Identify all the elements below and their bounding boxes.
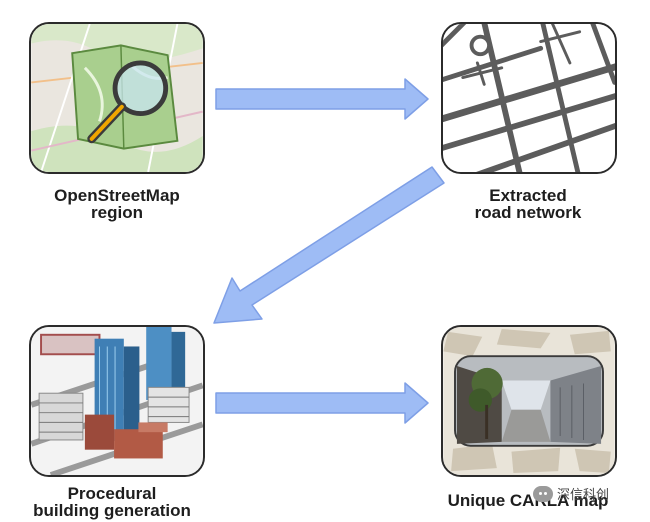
road-network-image bbox=[441, 22, 617, 174]
osm-region-image bbox=[29, 22, 205, 174]
watermark: 深信科创 bbox=[533, 484, 609, 503]
road-label-line1: Extracted bbox=[489, 186, 567, 205]
watermark-text: 深信科创 bbox=[557, 487, 610, 502]
city-buildings-illustration bbox=[31, 327, 203, 475]
road-network-label: Extracted road network bbox=[408, 187, 648, 221]
carla-map-label: Unique CARLA map bbox=[408, 492, 648, 509]
building-generation-image bbox=[29, 325, 205, 477]
arrow-osm-to-road bbox=[215, 78, 429, 120]
road-network-illustration bbox=[443, 24, 615, 172]
build-label-line2: building generation bbox=[33, 501, 191, 520]
osm-region-label: OpenStreetMap region bbox=[0, 187, 237, 221]
wechat-icon bbox=[533, 485, 553, 502]
road-label-line2: road network bbox=[474, 203, 582, 222]
osm-label-line1: OpenStreetMap bbox=[54, 186, 180, 205]
carla-map-image bbox=[441, 325, 617, 477]
osm-map-illustration bbox=[31, 24, 203, 172]
build-label-line1: Procedural bbox=[67, 484, 157, 503]
carla-street-illustration bbox=[443, 327, 615, 475]
arrow-build-to-carla bbox=[215, 382, 429, 424]
magnifier-icon bbox=[87, 60, 169, 144]
building-generation-label: Procedural building generation bbox=[0, 485, 232, 519]
carla-label-line1: Unique CARLA map bbox=[447, 491, 609, 510]
osm-label-line2: region bbox=[91, 203, 143, 222]
